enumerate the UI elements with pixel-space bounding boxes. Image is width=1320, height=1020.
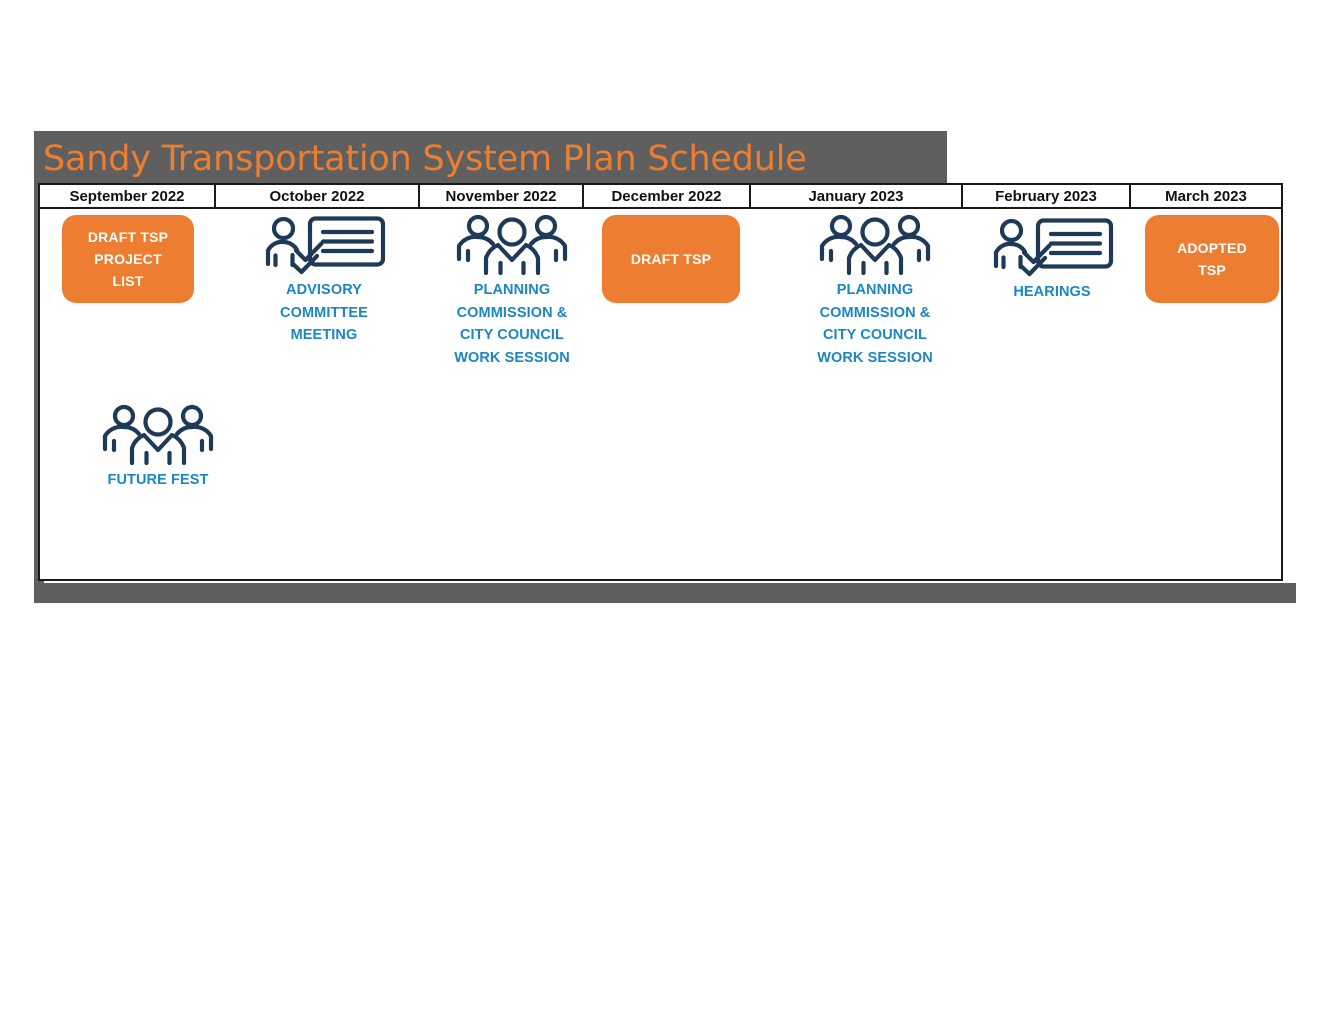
milestone-adopted-tsp[interactable]: ADOPTED TSP	[1145, 215, 1279, 303]
adopted-tsp-box[interactable]: ADOPTED TSP	[1145, 215, 1279, 303]
milestone-future-fest[interactable]: FUTURE FEST	[68, 399, 248, 492]
timeline-body: DRAFT TSP PROJECT LIST	[40, 209, 1281, 579]
draft-tsp-project-list-line-3: LIST	[112, 273, 144, 289]
draft-tsp-project-list-line-1: DRAFT TSP	[87, 229, 169, 245]
caption-line-3: CITY COUNCIL	[459, 327, 565, 343]
page-title: Sandy Transportation System Plan Schedul…	[43, 139, 807, 179]
month-header-november-2022: November 2022	[420, 185, 584, 207]
draft-tsp-box[interactable]: DRAFT TSP	[602, 215, 740, 303]
milestone-draft-tsp-project-list[interactable]: DRAFT TSP PROJECT LIST	[62, 215, 194, 303]
caption-line-1: FUTURE FEST	[107, 472, 209, 488]
milestone-hearings[interactable]: HEARINGS	[972, 215, 1132, 304]
planning-commission-nov-caption: PLANNING COMMISSION & CITY COUNCIL WORK …	[422, 279, 602, 369]
people-group-icon	[422, 209, 602, 275]
planning-commission-jan-caption: PLANNING COMMISSION & CITY COUNCIL WORK …	[785, 279, 965, 369]
caption-line-2: COMMITTEE	[280, 304, 368, 321]
caption-line-1: PLANNING	[473, 282, 551, 298]
caption-line-1: HEARINGS	[1013, 284, 1091, 300]
month-header-september-2022: September 2022	[40, 185, 216, 207]
month-header-row: September 2022 October 2022 November 202…	[40, 185, 1281, 209]
caption-line-3: MEETING	[290, 327, 358, 343]
adopted-tsp-line-1: ADOPTED	[1177, 240, 1247, 256]
milestone-planning-commission-work-session-nov[interactable]: PLANNING COMMISSION & CITY COUNCIL WORK …	[422, 209, 602, 369]
caption-line-3: CITY COUNCIL	[822, 327, 928, 343]
caption-line-4: WORK SESSION	[454, 349, 570, 366]
draft-tsp-line-1: DRAFT TSP	[630, 251, 712, 267]
caption-line-2: COMMISSION &	[456, 304, 568, 321]
caption-line-1: PLANNING	[836, 282, 914, 298]
future-fest-caption: FUTURE FEST	[68, 469, 248, 492]
month-header-march-2023: March 2023	[1165, 187, 1247, 205]
presenter-whiteboard-icon	[234, 213, 414, 275]
adopted-tsp-line-2: TSP	[1198, 262, 1226, 278]
people-group-icon	[68, 399, 248, 465]
month-header-october-2022: October 2022	[216, 185, 420, 207]
milestone-planning-commission-work-session-jan[interactable]: PLANNING COMMISSION & CITY COUNCIL WORK …	[785, 209, 965, 369]
advisory-committee-meeting-caption: ADVISORY COMMITTEE MEETING	[234, 279, 414, 347]
title-band	[34, 131, 947, 189]
caption-line-4: WORK SESSION	[817, 349, 933, 366]
draft-tsp-project-list-line-2: PROJECT	[94, 251, 162, 267]
caption-line-2: COMMISSION &	[819, 304, 931, 321]
month-header-january-2023: January 2023	[751, 185, 963, 207]
milestone-draft-tsp[interactable]: DRAFT TSP	[602, 215, 740, 303]
caption-line-1: ADVISORY	[286, 282, 362, 298]
hearings-caption: HEARINGS	[972, 281, 1132, 304]
schedule-infographic: Sandy Transportation System Plan Schedul…	[34, 131, 1296, 603]
draft-tsp-project-list-box[interactable]: DRAFT TSP PROJECT LIST	[62, 215, 194, 303]
bottom-gray-band	[34, 583, 1296, 603]
milestone-advisory-committee-meeting[interactable]: ADVISORY COMMITTEE MEETING	[234, 213, 414, 347]
month-header-december-2022: December 2022	[584, 185, 751, 207]
people-group-icon	[785, 209, 965, 275]
schedule-card: September 2022 October 2022 November 202…	[38, 183, 1283, 581]
month-header-february-2023: February 2023	[963, 185, 1131, 207]
presenter-whiteboard-icon	[972, 215, 1132, 277]
